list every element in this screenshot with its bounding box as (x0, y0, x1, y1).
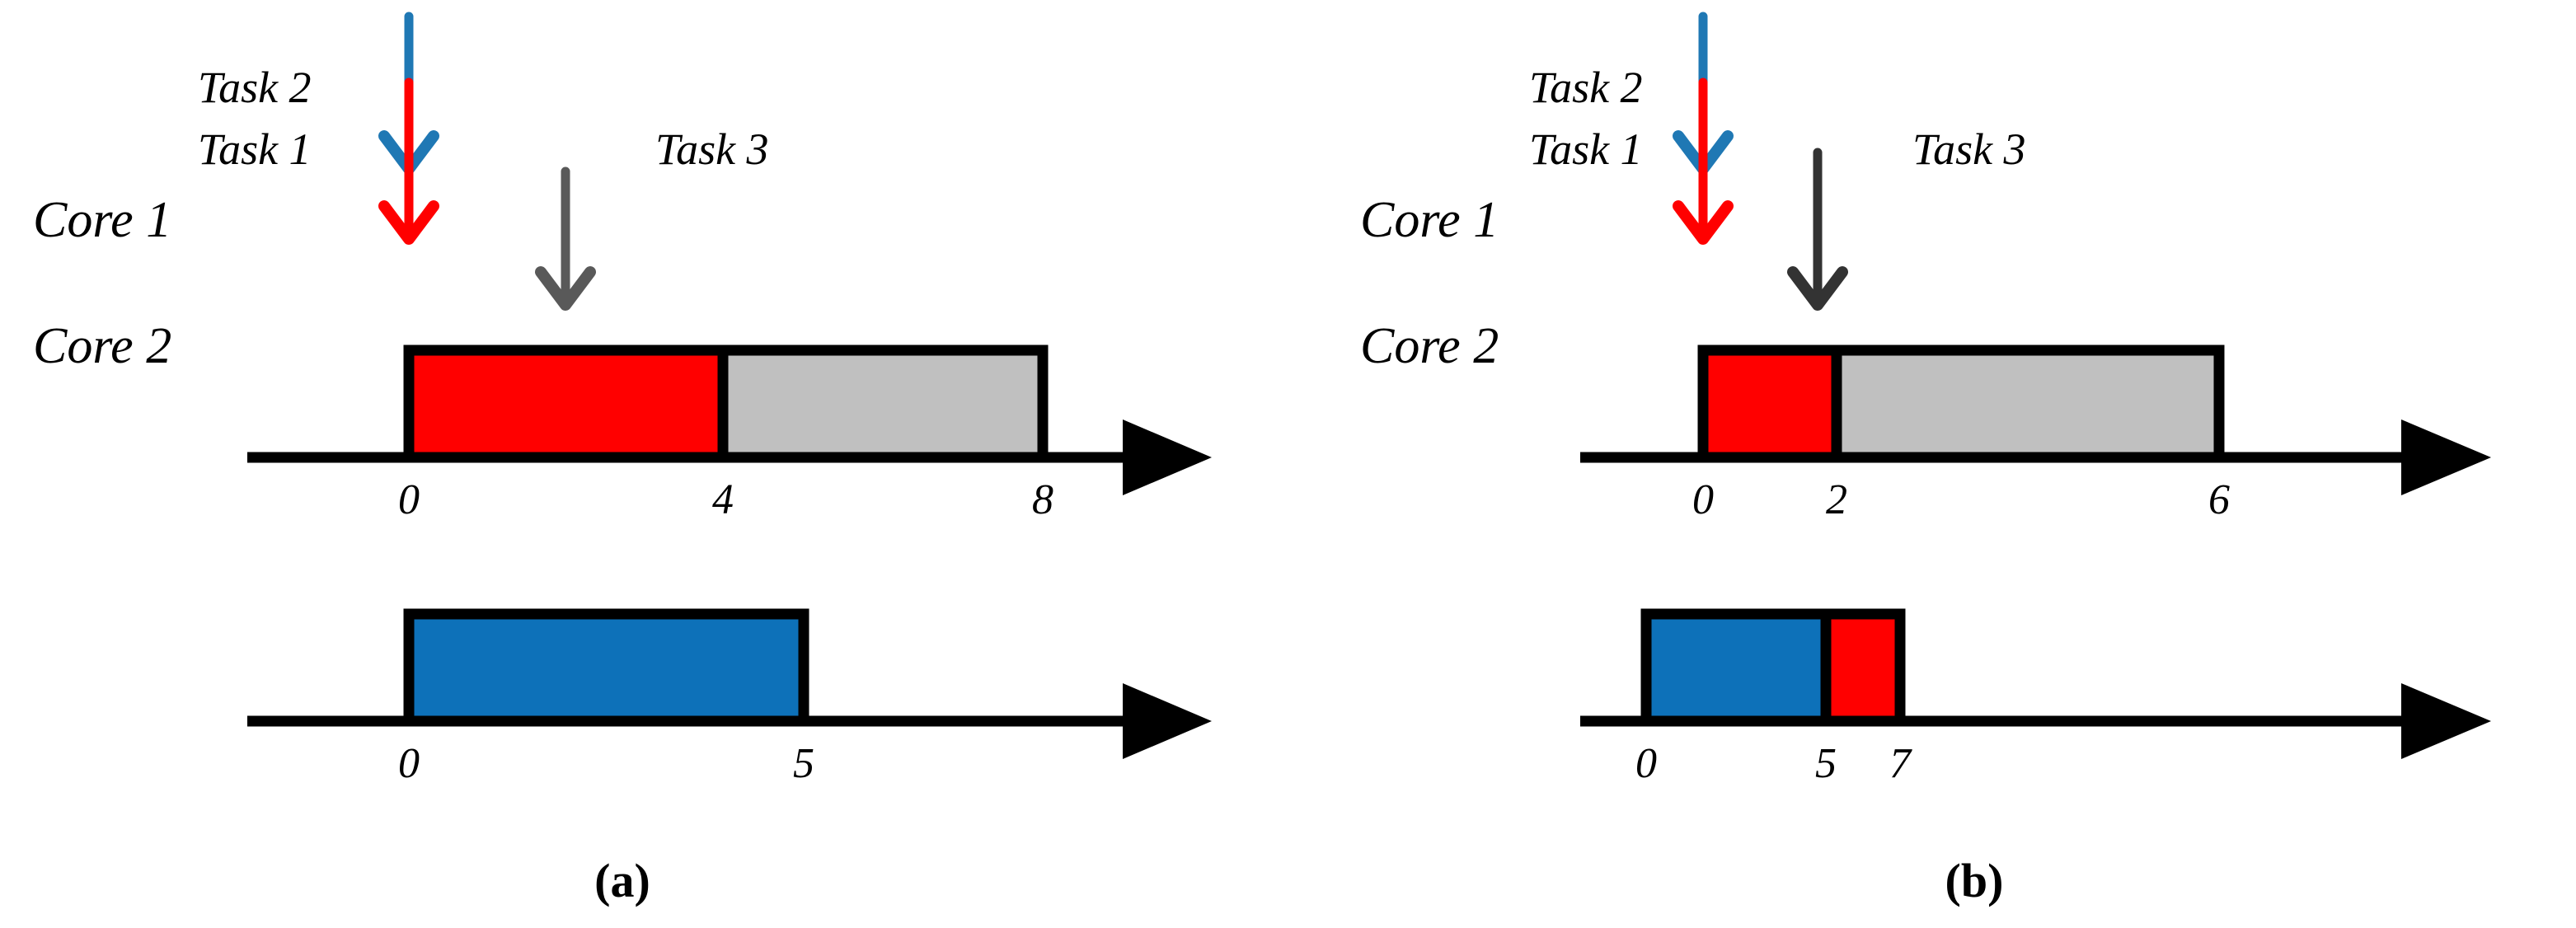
task-label-task-3: Task 3 (655, 124, 769, 174)
axis-tick-label: 0 (1692, 476, 1714, 523)
gantt-segment-task-1[interactable] (403, 344, 729, 463)
axis-tick-label: 8 (1032, 476, 1053, 523)
arrival-arrow-head-task-1 (378, 200, 439, 245)
task-label-task-1: Task 1 (198, 124, 312, 174)
axis-tick-label: 0 (398, 476, 420, 523)
gantt-segment-task-1[interactable] (1697, 344, 1842, 463)
gantt-segment-task-3[interactable] (717, 344, 1049, 463)
gantt-segment-task-1[interactable] (1820, 608, 1906, 727)
task-label-task-2: Task 2 (198, 63, 312, 112)
panel-caption-a: (a) (594, 854, 650, 907)
axis-tick-label: 4 (712, 476, 734, 523)
gantt-segment-task-2[interactable] (403, 608, 809, 727)
axis-tick-label: 6 (2208, 476, 2230, 523)
time-axis-arrowhead (2401, 683, 2491, 759)
time-axis-arrowhead (1123, 683, 1212, 759)
arrival-arrow-head-task-1 (1673, 200, 1734, 245)
panel-caption-b: (b) (1945, 854, 2004, 907)
task-label-task-1: Task 1 (1529, 124, 1643, 174)
gantt-segment-task-2[interactable] (1640, 608, 1832, 727)
axis-tick-label: 5 (1815, 740, 1837, 787)
time-axis-arrowhead (1123, 419, 1212, 495)
core-label-core-1: Core 1 (1360, 192, 1499, 248)
axis-tick-label: 0 (1635, 740, 1657, 787)
task-label-task-2: Task 2 (1529, 63, 1643, 112)
task-label-task-3: Task 3 (1912, 124, 2026, 174)
gantt-segment-task-3[interactable] (1831, 344, 2225, 463)
axis-tick-label: 2 (1826, 476, 1847, 523)
arrival-arrow-head-task-3 (1787, 266, 1848, 311)
axis-tick-label: 7 (1889, 740, 1911, 787)
axis-tick-label: 0 (398, 740, 420, 787)
core-label-core-2: Core 2 (1360, 318, 1499, 374)
arrival-arrow-head-task-3 (535, 266, 596, 311)
core-label-core-2: Core 2 (33, 318, 172, 374)
time-axis-arrowhead (2401, 419, 2491, 495)
core-label-core-1: Core 1 (33, 192, 172, 248)
axis-tick-label: 5 (793, 740, 814, 787)
